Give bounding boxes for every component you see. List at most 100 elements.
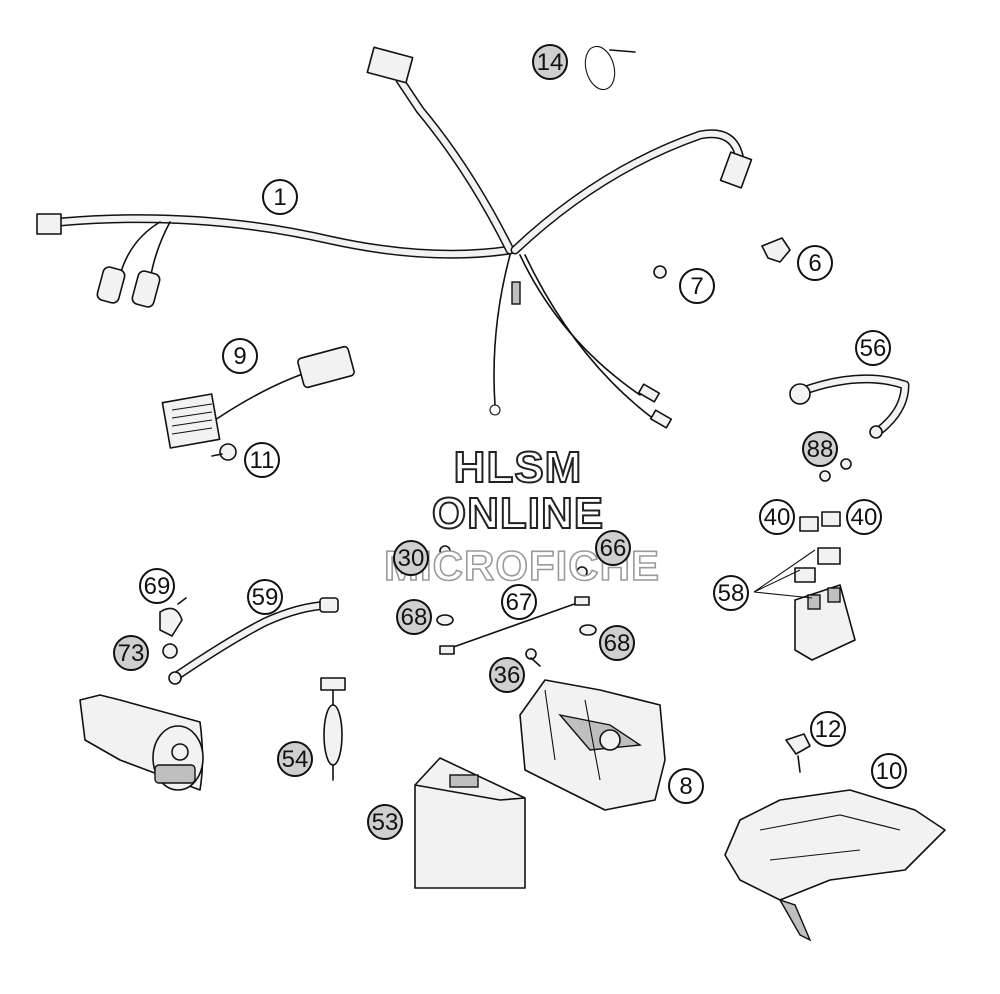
callout-label: 40 — [764, 504, 791, 531]
callout-part-1[interactable]: 1 — [262, 179, 298, 215]
bolt-part-30[interactable] — [439, 545, 451, 557]
callout-part-68[interactable]: 68 — [396, 599, 432, 635]
callout-circle — [367, 804, 403, 840]
callout-part-14[interactable]: 14 — [532, 44, 568, 80]
battery-part-53[interactable] — [414, 757, 526, 889]
bolt-part-66[interactable] — [576, 566, 588, 578]
nut-part-7[interactable] — [653, 265, 667, 279]
starter-relay-part-58[interactable] — [753, 547, 856, 661]
callout-part-53[interactable]: 53 — [367, 804, 403, 840]
callout-part-40[interactable]: 40 — [846, 499, 882, 535]
callout-circle — [244, 442, 280, 478]
callout-circle — [759, 499, 795, 535]
cap-part-69[interactable] — [159, 597, 187, 637]
screw-part-88[interactable] — [819, 458, 852, 482]
callout-part-59[interactable]: 59 — [247, 579, 283, 615]
callout-part-67[interactable]: 67 — [501, 584, 537, 620]
callout-circle — [113, 635, 149, 671]
callout-circle — [713, 575, 749, 611]
starter-motor[interactable] — [79, 694, 204, 791]
clip-part-6[interactable] — [761, 237, 791, 263]
rod-part-67[interactable] — [439, 596, 590, 655]
callout-circle — [599, 625, 635, 661]
voltage-regulator-part-9[interactable] — [161, 345, 355, 449]
callout-label: 40 — [851, 504, 878, 531]
callout-circle — [396, 599, 432, 635]
callout-circle — [393, 540, 429, 576]
callout-label: 67 — [506, 589, 533, 616]
callout-circle — [139, 568, 175, 604]
bushing-part-12[interactable] — [785, 733, 811, 773]
callout-label: 36 — [494, 662, 521, 689]
callout-label: 7 — [690, 273, 703, 300]
cable-tie-part-14[interactable] — [581, 43, 636, 93]
callout-circle — [855, 330, 891, 366]
battery-box-part-8[interactable] — [519, 679, 666, 811]
callout-circle — [262, 179, 298, 215]
wiring-harness-part-1[interactable] — [36, 46, 753, 429]
callout-part-12[interactable]: 12 — [810, 711, 846, 747]
callout-part-10[interactable]: 10 — [871, 753, 907, 789]
callout-label: 58 — [718, 580, 745, 607]
screw-part-11[interactable] — [211, 443, 237, 461]
callout-part-58[interactable]: 58 — [713, 575, 749, 611]
callout-label: 68 — [604, 630, 631, 657]
callout-label: 9 — [233, 343, 246, 370]
watermark-line-2: ONLINE — [432, 489, 604, 538]
callout-part-8[interactable]: 8 — [668, 768, 704, 804]
callout-label: 30 — [398, 545, 425, 572]
callout-part-54[interactable]: 54 — [277, 741, 313, 777]
callout-part-11[interactable]: 11 — [244, 442, 280, 478]
callout-label: 69 — [144, 573, 171, 600]
callout-part-40[interactable]: 40 — [759, 499, 795, 535]
fuse-part-40[interactable] — [799, 511, 841, 532]
callout-circle — [532, 44, 568, 80]
starter-cable-part-59[interactable] — [168, 597, 339, 685]
callout-label: 54 — [282, 746, 309, 773]
callout-label: 6 — [808, 250, 821, 277]
callout-label: 1 — [273, 184, 286, 211]
callout-circle — [668, 768, 704, 804]
callout-label: 73 — [118, 640, 145, 667]
callout-circle — [871, 753, 907, 789]
screw-part-36[interactable] — [525, 648, 541, 667]
callout-circle — [222, 338, 258, 374]
callout-part-56[interactable]: 56 — [855, 330, 891, 366]
washer-part-68[interactable] — [436, 614, 597, 636]
callout-label: 56 — [860, 335, 887, 362]
callout-label: 88 — [807, 436, 834, 463]
callout-circle — [846, 499, 882, 535]
callout-label: 12 — [815, 716, 842, 743]
callout-circle — [277, 741, 313, 777]
callout-part-6[interactable]: 6 — [797, 245, 833, 281]
callout-circle — [679, 268, 715, 304]
callout-label: 53 — [372, 809, 399, 836]
callout-circle — [247, 579, 283, 615]
callout-circle — [797, 245, 833, 281]
callout-circle — [501, 584, 537, 620]
callout-part-9[interactable]: 9 — [222, 338, 258, 374]
callout-circle — [802, 431, 838, 467]
callout-circle — [489, 657, 525, 693]
callout-part-66[interactable]: 66 — [595, 530, 631, 566]
callout-part-73[interactable]: 73 — [113, 635, 149, 671]
battery-holder-part-10[interactable] — [724, 789, 946, 942]
callout-circle — [810, 711, 846, 747]
callout-label: 11 — [250, 447, 275, 474]
callout-label: 10 — [876, 758, 903, 785]
battery-cable-part-56[interactable] — [789, 374, 910, 439]
callout-part-88[interactable]: 88 — [802, 431, 838, 467]
callout-part-30[interactable]: 30 — [393, 540, 429, 576]
nut-part-73[interactable] — [162, 643, 178, 659]
fuse-holder-part-54[interactable] — [320, 677, 346, 781]
callout-label: 66 — [600, 535, 627, 562]
watermark-line-1: HLSM — [454, 443, 583, 492]
callout-part-68[interactable]: 68 — [599, 625, 635, 661]
callout-part-36[interactable]: 36 — [489, 657, 525, 693]
callout-part-69[interactable]: 69 — [139, 568, 175, 604]
callout-part-7[interactable]: 7 — [679, 268, 715, 304]
callout-label: 59 — [252, 584, 279, 611]
callout-circle — [595, 530, 631, 566]
